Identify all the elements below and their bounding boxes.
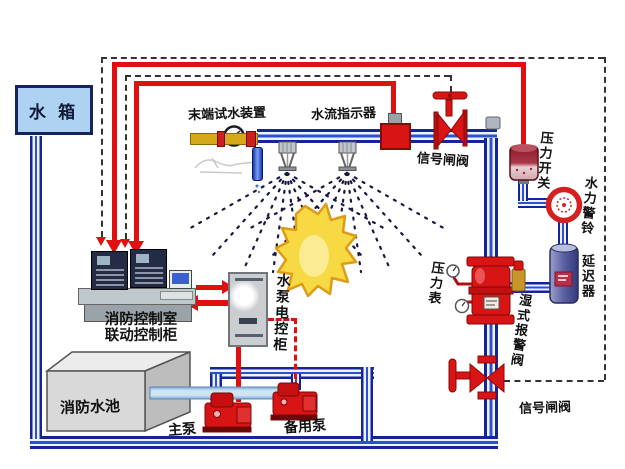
panel-buttons [135,267,163,285]
console-panel-right [130,249,167,288]
console-to-cabinet-line [196,285,224,290]
sprinkler-head-right [338,141,357,171]
cabinet-bottom-row [235,334,263,337]
outer-red-top [112,62,526,67]
flame [274,202,358,298]
inner-dashed-arrowhead [120,239,130,248]
valve-to-delay-pipe [508,282,564,293]
pump-header-drop-pipe [361,367,373,441]
outer-dashed-arrowhead [96,237,106,246]
end-test-drain-valve [252,147,263,181]
end-test-red-fitting-left [217,131,225,147]
pump-control-cabinet-label: 水泵电控柜 [270,272,291,354]
inner-dashed-left [125,75,127,239]
backup-pump-label: 备用泵 [283,418,327,437]
outer-red-arrowhead [106,240,122,254]
cabinet-label-plate [239,318,257,324]
hydraulic-alarm-bell-device [545,186,583,224]
water-tank-label: 水 箱 [28,102,80,122]
bell-branch-pipe [518,198,550,208]
console-panel-left [91,251,128,290]
pipe-cap [485,116,501,130]
cabinet-to-console-line [197,300,228,306]
delay-device-cylinder [549,243,579,304]
end-test-red-fitting-right [246,131,256,147]
panel-buttons [96,269,124,287]
signal-gate-valve-bottom [448,355,505,400]
cabinet-to-backup-dash-v [294,318,297,388]
signal-gate-valve-top-label: 信号闸阀 [416,150,470,169]
outer-dashed-right [604,57,606,380]
bottom-main-pipe [30,436,498,449]
pressure-switch-label: 压力开关 [534,130,555,192]
pump-control-cabinet-device [228,272,268,347]
fire-control-room-label: 消防控制室 联动控制柜 [93,312,189,345]
red-drop-to-flow-indicator [391,81,396,123]
fire-water-pool-label: 消防水池 [59,398,121,418]
sprinkler-head-left [278,141,297,171]
riser-pipe-upper [484,138,498,260]
backup-pump [270,382,318,421]
pressure-switch-device [509,144,539,184]
inner-dashed-top [125,75,450,77]
wet-valve-gauge-upper [446,264,460,278]
pressure-switch-pipe [518,177,528,201]
outer-red-left [112,62,117,242]
cabinet-to-main-pump-line [236,347,241,402]
fire-control-room-line1: 消防控制室 [104,312,178,328]
water-flow-indicator-device [380,123,411,150]
inner-red-left [134,81,139,241]
cabinet-to-backup-dash-h [268,318,297,321]
inner-red-top [134,81,396,86]
water-flow-indicator-label: 水流指示器 [310,104,377,123]
cabinet-vent-row [235,278,263,281]
main-pump [202,392,252,433]
fire-control-room-line2: 联动控制柜 [104,327,178,344]
outer-dashed-bottom-right [504,380,604,382]
wet-alarm-valve [451,256,515,325]
delay-to-bell-pipe [558,220,568,250]
brass-test-valve [511,260,526,292]
valve-monitor-dashed-drop [450,75,452,92]
water-tank: 水 箱 [15,85,93,135]
red-drop-to-pressure-switch [521,62,526,147]
tank-outlet-pipe [30,136,42,439]
wet-valve-gauge-lower [454,298,470,314]
signal-gate-valve-bottom-label: 信号闸阀 [518,399,572,416]
outer-dashed-left [101,57,103,237]
monitor-screen [172,273,189,284]
console-monitor [169,270,192,289]
fire-pool [44,350,191,433]
console-keyboard [160,291,193,300]
panel-screen [136,254,149,263]
outer-dashed-top [101,57,604,59]
signal-gate-valve-top [432,91,468,150]
panel-screen [97,256,110,265]
pump-header-pipe [210,367,374,379]
faint-sketch [194,157,256,174]
main-pump-label: 主泵 [167,422,197,439]
end-test-device-label: 末端试水装置 [187,104,267,123]
riser-pipe-lower [484,322,498,444]
delay-device-label: 延迟器 [580,254,595,299]
